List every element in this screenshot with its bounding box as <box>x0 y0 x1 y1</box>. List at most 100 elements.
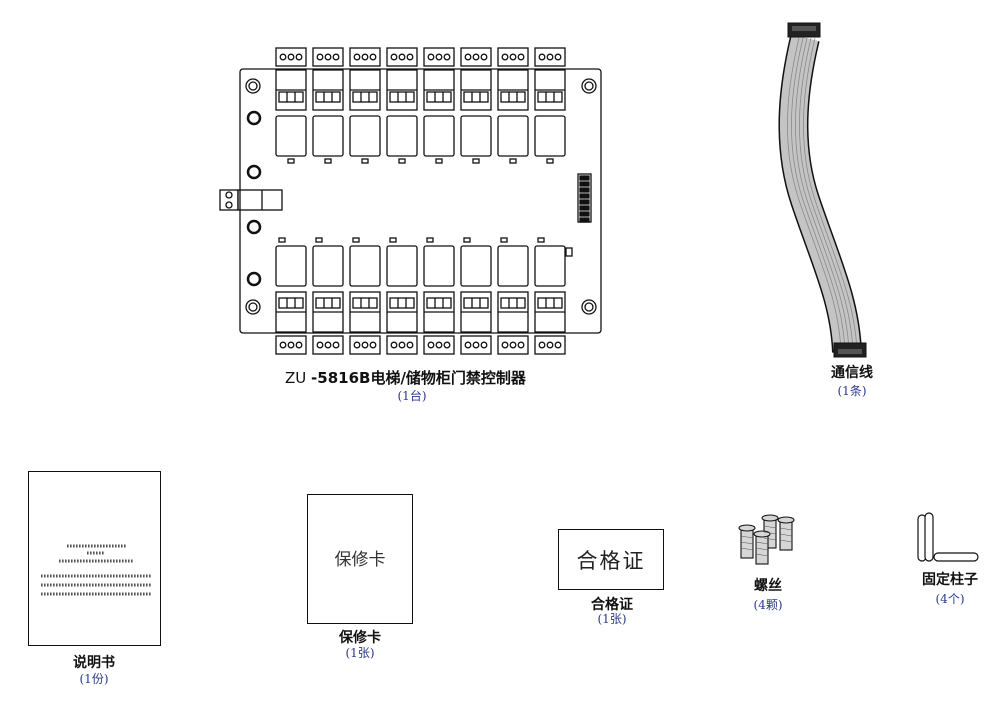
manual-qty: (1份) <box>79 672 109 686</box>
relay-top <box>423 115 455 157</box>
standoffs-name: 固定柱子 <box>922 572 978 588</box>
pin <box>584 211 590 217</box>
terminal-screw <box>324 53 332 61</box>
led-top <box>435 158 443 164</box>
terminal-screw <box>279 341 287 349</box>
pin <box>584 199 590 205</box>
terminal-block-top <box>534 47 566 67</box>
relay-contact <box>352 297 378 309</box>
mounting-hole <box>245 299 261 315</box>
screws-qty: (4颗) <box>753 598 783 612</box>
manual-name: 说明书 <box>73 655 115 671</box>
relay-bottom <box>349 245 381 287</box>
controller-name-prefix: ZU <box>285 369 307 387</box>
terminal-block-top <box>349 47 381 67</box>
terminal-block-bottom <box>275 335 307 355</box>
terminal-block-bottom <box>497 335 529 355</box>
controller-qty: (1台) <box>397 389 427 403</box>
pin <box>584 217 590 223</box>
indicator-ring <box>246 219 262 235</box>
communication-cable-illustration <box>778 22 867 358</box>
relay-contact <box>426 297 452 309</box>
relay-contact <box>389 91 415 103</box>
warranty-card-text: 保修卡 <box>334 550 386 570</box>
pin <box>579 181 585 187</box>
relay-contact <box>500 297 526 309</box>
controller-name-model: -5816B电梯/储物柜门禁控制器 <box>311 369 526 387</box>
mounting-hole <box>245 78 261 94</box>
terminal-screw <box>435 341 443 349</box>
mounting-hole-inner <box>248 302 258 312</box>
certificate-illustration: 合格证 <box>558 529 664 590</box>
relay-bottom <box>423 245 455 287</box>
terminal-screw <box>279 53 287 61</box>
relay-contact <box>463 91 489 103</box>
pin <box>579 199 585 205</box>
manual-illustration <box>28 471 161 646</box>
small-component <box>565 247 573 257</box>
led-top <box>361 158 369 164</box>
relay-top <box>460 115 492 157</box>
cable-qty: (1条) <box>837 384 867 398</box>
terminal-screw <box>546 341 554 349</box>
terminal-screw <box>427 341 435 349</box>
terminal-screw <box>538 341 546 349</box>
relay-top <box>312 115 344 157</box>
side-terminal-block <box>219 189 239 211</box>
mounting-hole-inner <box>248 81 258 91</box>
terminal-block-bottom <box>386 335 418 355</box>
terminal-screw <box>398 341 406 349</box>
terminal-block-top <box>386 47 418 67</box>
terminal-screw <box>316 341 324 349</box>
terminal-screw <box>517 341 525 349</box>
pin <box>584 187 590 193</box>
terminal-screw <box>546 53 554 61</box>
cable-name: 通信线 <box>831 365 873 381</box>
led-bottom <box>315 237 323 243</box>
pin <box>579 193 585 199</box>
terminal-screw <box>517 53 525 61</box>
pin <box>584 205 590 211</box>
led-top <box>287 158 295 164</box>
terminal-block-top <box>275 47 307 67</box>
led-top <box>546 158 554 164</box>
pin <box>584 181 590 187</box>
terminal-screw <box>353 53 361 61</box>
indicator-ring <box>246 271 262 287</box>
mounting-hole-inner <box>584 302 594 312</box>
terminal-screw <box>353 341 361 349</box>
terminal-screw <box>538 53 546 61</box>
pin <box>579 175 585 181</box>
terminal-screw <box>406 53 414 61</box>
terminal-screw <box>472 341 480 349</box>
terminal-screw <box>443 341 451 349</box>
terminal-block-bottom <box>534 335 566 355</box>
terminal-block-top <box>312 47 344 67</box>
warranty-name: 保修卡 <box>339 630 381 646</box>
relay-top <box>534 115 566 157</box>
relay-bottom <box>386 245 418 287</box>
terminal-screw <box>316 53 324 61</box>
pin <box>579 211 585 217</box>
relay-contact <box>426 91 452 103</box>
led-bottom <box>426 237 434 243</box>
relay-contact <box>463 297 489 309</box>
terminal-block-bottom <box>460 335 492 355</box>
relay-contact <box>389 297 415 309</box>
terminal-screw <box>398 53 406 61</box>
relay-contact <box>315 91 341 103</box>
terminal-screw <box>295 341 303 349</box>
terminal-block-bottom <box>349 335 381 355</box>
terminal-block-top <box>423 47 455 67</box>
relay-bottom <box>312 245 344 287</box>
pin <box>579 205 585 211</box>
indicator-ring <box>246 164 262 180</box>
terminal-screw <box>501 53 509 61</box>
side-connector-housing <box>237 189 283 211</box>
pin <box>579 187 585 193</box>
terminal-block-bottom <box>312 335 344 355</box>
relay-contact <box>537 297 563 309</box>
terminal-block-top <box>497 47 529 67</box>
terminal-screw <box>295 53 303 61</box>
terminal-screw <box>509 53 517 61</box>
